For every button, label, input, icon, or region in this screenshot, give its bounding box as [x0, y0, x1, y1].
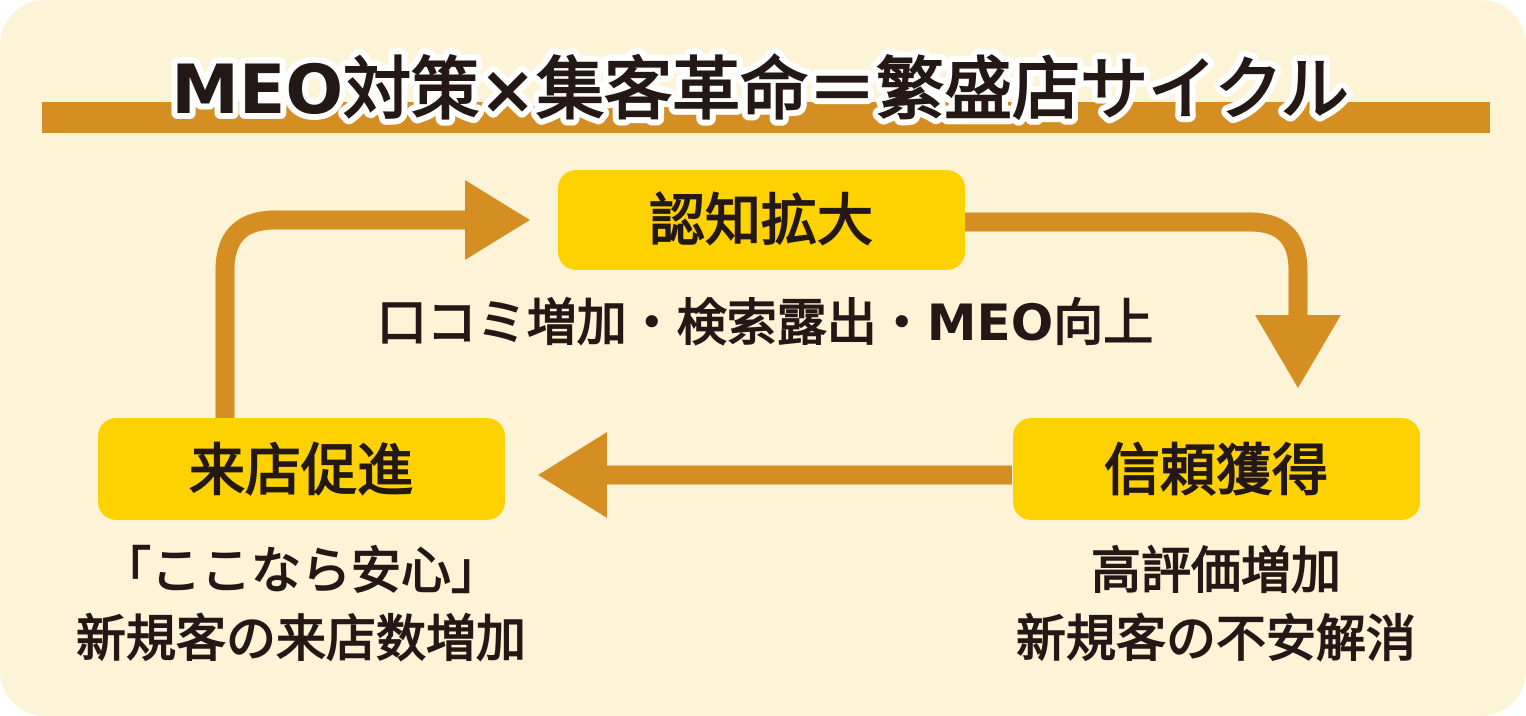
stage-box — [1013, 418, 1420, 520]
stage-box — [98, 418, 505, 520]
stage-label: 認知拡大 — [649, 189, 873, 254]
cycle-arrows — [215, 210, 1308, 485]
arrow-head-right-icon — [465, 180, 530, 260]
stage-description: 新規客の来店数増加 — [76, 610, 526, 668]
stage-trust: 信頼獲得 高評価増加 新規客の不安解消 — [1013, 418, 1420, 668]
stage-description: 「ここなら安心」 — [101, 542, 501, 600]
stage-description: 高評価増加 — [1091, 542, 1341, 600]
diagram-title: MEO対策×集客革命＝繁盛店サイクル — [171, 51, 1349, 130]
arrow-line-to-awareness — [215, 210, 475, 418]
stage-label: 信頼獲得 — [1104, 439, 1328, 504]
stage-visit: 来店促進 「ここなら安心」 新規客の来店数増加 — [76, 418, 526, 668]
stage-box — [558, 170, 965, 270]
stage-awareness: 認知拡大 口コミ増加・検索露出・MEO向上 — [377, 170, 1153, 352]
stage-label: 来店促進 — [189, 439, 413, 504]
title-underline-bar — [42, 102, 1490, 133]
arrow-line-to-trust — [965, 212, 1308, 320]
arrow-head-left-icon — [538, 432, 607, 518]
stage-description: 口コミ増加・検索露出・MEO向上 — [377, 294, 1153, 352]
stage-description: 新規客の不安解消 — [1016, 610, 1416, 668]
arrow-head-down-icon — [1255, 315, 1341, 388]
